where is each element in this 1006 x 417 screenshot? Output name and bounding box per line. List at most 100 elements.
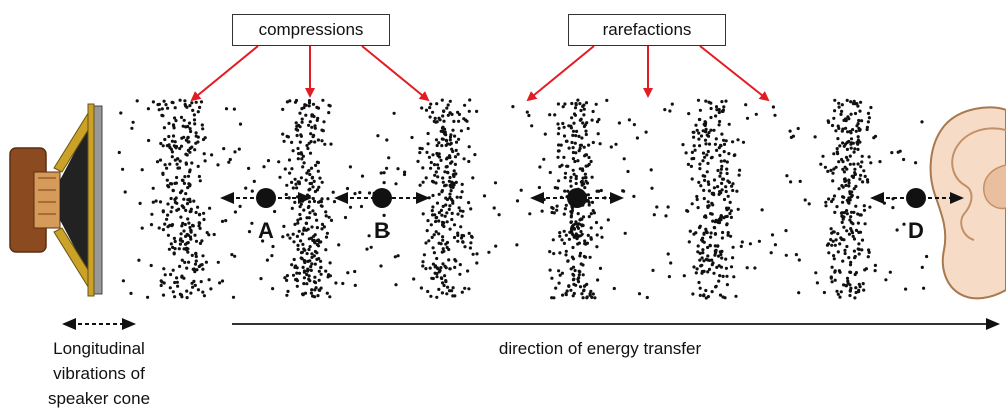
air-particle-dot xyxy=(201,267,205,271)
air-particle-dot xyxy=(171,268,175,272)
air-particle-dot xyxy=(273,209,277,214)
air-particle-dot xyxy=(711,219,715,223)
air-particle-dot xyxy=(587,203,591,207)
air-particle-dot xyxy=(826,242,831,246)
particle-C: C xyxy=(530,188,624,243)
air-particle-dot xyxy=(745,266,749,270)
air-particle-dot xyxy=(574,101,578,106)
air-particle-dot xyxy=(451,182,455,186)
air-particle-dot xyxy=(216,260,220,264)
air-particle-dot xyxy=(309,181,314,186)
air-particle-dot xyxy=(713,226,717,230)
air-particle-dot xyxy=(431,262,435,266)
air-particle-dot xyxy=(719,218,723,222)
air-particle-dot xyxy=(210,153,214,157)
air-particle-dot xyxy=(162,267,166,271)
air-particle-dot xyxy=(181,178,185,183)
air-particle-dot xyxy=(307,247,311,252)
air-particle-dot xyxy=(719,252,723,257)
air-particle-dot xyxy=(698,167,702,171)
air-particle-dot xyxy=(456,152,460,156)
air-particle-dot xyxy=(186,247,190,251)
air-particle-dot xyxy=(925,254,929,259)
air-particle-dot xyxy=(430,179,435,183)
air-particle-dot xyxy=(720,188,724,192)
air-particle-dot xyxy=(552,211,556,215)
air-particle-dot xyxy=(316,138,320,142)
air-particle-dot xyxy=(328,261,332,265)
air-particle-dot xyxy=(698,224,702,228)
air-particle-dot xyxy=(437,270,441,274)
air-particle-dot xyxy=(582,288,586,292)
air-particle-dot xyxy=(569,288,573,292)
air-particle-dot xyxy=(835,147,839,151)
air-particle-dot xyxy=(301,165,305,169)
air-particle-dot xyxy=(852,237,857,241)
speaker-icon xyxy=(9,103,103,297)
air-particle-dot xyxy=(696,250,700,254)
air-particle-dot xyxy=(315,226,319,230)
air-particle-dot xyxy=(328,274,332,278)
air-particle-dot xyxy=(635,136,640,140)
air-particle-dot xyxy=(197,213,202,217)
air-particle-dot xyxy=(262,165,266,169)
air-particle-dot xyxy=(311,135,315,139)
air-particle-dot xyxy=(567,237,572,241)
air-particle-dot xyxy=(193,148,197,152)
air-particle-dot xyxy=(702,240,706,244)
air-particle-dot xyxy=(433,213,437,217)
air-particle-dot xyxy=(717,110,721,115)
air-particle-dot xyxy=(591,140,595,145)
air-particle-dot xyxy=(847,201,851,205)
air-particle-dot xyxy=(189,129,193,134)
air-particle-dot xyxy=(867,155,871,159)
air-particle-dot xyxy=(716,185,720,189)
air-particle-dot xyxy=(310,255,314,259)
air-particle-dot xyxy=(869,105,873,110)
air-particle-dot xyxy=(285,293,289,297)
air-particle-dot xyxy=(461,209,465,213)
air-particle-dot xyxy=(311,102,316,106)
air-particle-dot xyxy=(576,159,580,163)
air-particle-dot xyxy=(688,229,692,233)
air-particle-dot xyxy=(202,211,206,215)
air-particle-dot xyxy=(187,221,191,225)
air-particle-dot xyxy=(326,197,330,201)
air-particle-dot xyxy=(285,183,289,187)
air-particle-dot xyxy=(813,135,817,139)
air-particle-dot xyxy=(424,108,429,112)
air-particle-dot xyxy=(701,251,705,255)
air-particle-dot xyxy=(191,285,195,289)
air-particle-dot xyxy=(337,243,341,247)
air-particle-dot xyxy=(519,188,523,192)
air-particle-dot xyxy=(717,146,721,150)
air-particle-dot xyxy=(584,101,589,105)
air-particle-dot xyxy=(421,212,425,216)
air-particle-dot xyxy=(178,98,182,102)
air-particle-dot xyxy=(293,222,297,226)
air-particle-dot xyxy=(178,264,182,268)
air-particle-dot xyxy=(696,206,700,210)
air-particle-dot xyxy=(847,181,851,185)
air-particle-dot xyxy=(432,119,436,123)
air-particle-dot xyxy=(420,147,424,151)
air-particle-dot xyxy=(435,215,439,220)
air-particle-dot xyxy=(192,113,196,117)
air-particle-dot xyxy=(542,197,546,202)
air-particle-dot xyxy=(173,116,177,120)
air-particle-dot xyxy=(449,185,453,189)
air-particle-dot xyxy=(570,116,574,120)
air-particle-dot xyxy=(425,229,429,233)
air-particle-dot xyxy=(429,294,433,298)
air-particle-dot xyxy=(199,280,203,284)
air-particle-dot xyxy=(538,165,542,169)
air-particle-dot xyxy=(313,140,317,144)
air-particle-dot xyxy=(843,179,847,183)
air-particle-dot xyxy=(446,285,450,289)
air-particle-dot xyxy=(697,137,701,141)
air-particle-dot xyxy=(417,198,421,202)
air-particle-dot xyxy=(789,180,793,184)
air-particle-dot xyxy=(194,100,198,104)
air-particle-dot xyxy=(310,225,314,229)
